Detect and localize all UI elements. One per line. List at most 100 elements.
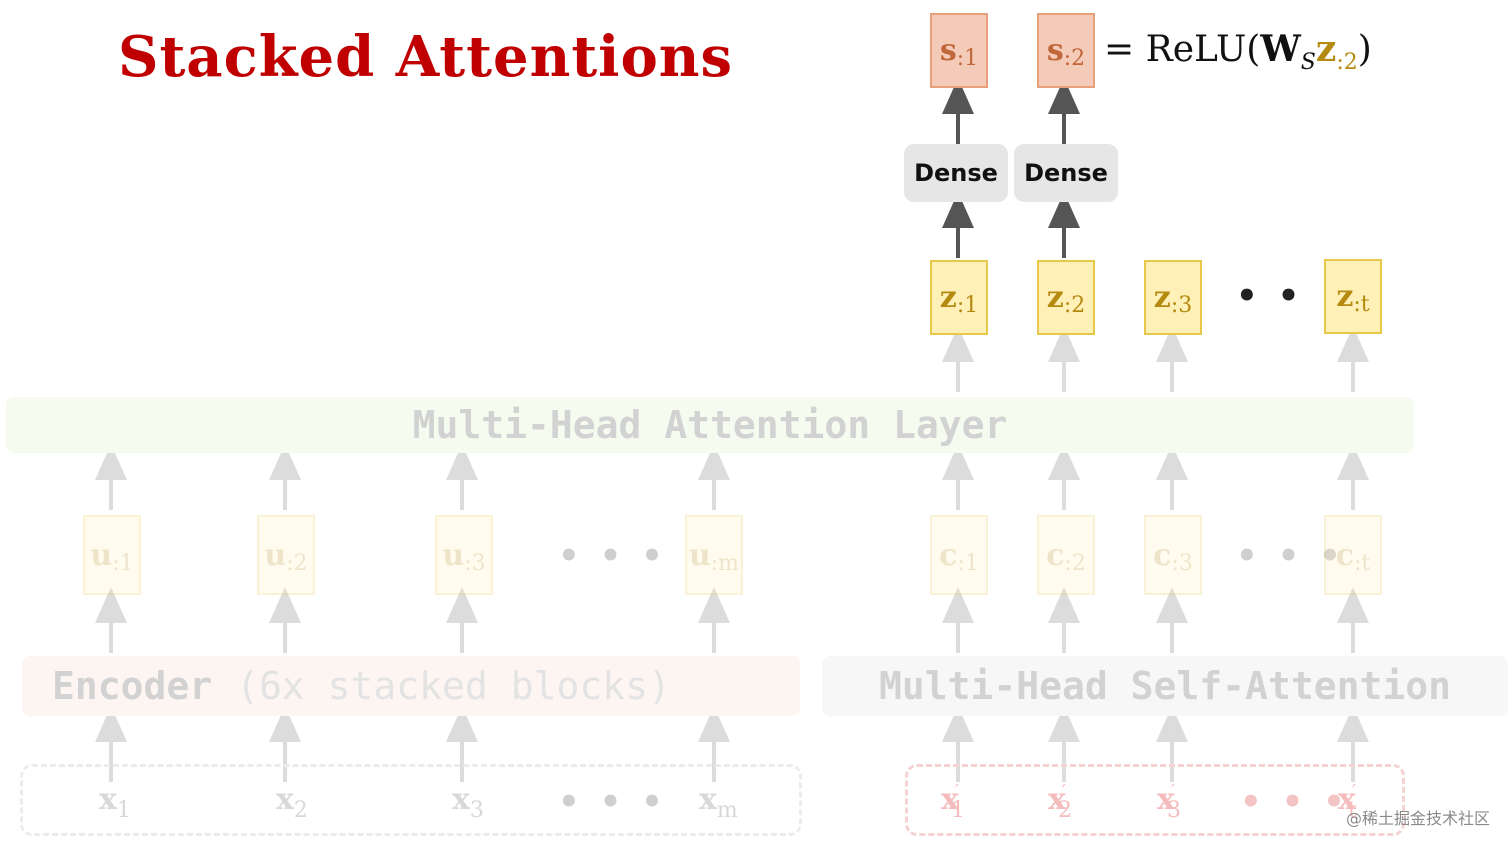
relu-formula: = ReLU(WSz:2) [1104,28,1372,75]
z-box-t: z:t [1324,259,1382,334]
u-symbol: u [442,537,465,573]
encoder-block: Encoder (6x stacked blocks) [22,656,800,716]
c-subscript: :3 [1171,550,1193,576]
multi-head-self-attention-block: Multi-Head Self-Attention [822,656,1508,716]
encoder-input-frame [20,764,802,836]
z-symbol: z [1336,279,1354,314]
z-box-3: z:3 [1144,260,1202,335]
encoder-input-2: x2 [276,782,308,823]
decoder-input-t: x′t [1338,781,1357,823]
x-symbol: x [1048,782,1066,817]
decoder-input-2: x′2 [1048,781,1072,823]
c-ellipsis: • • • [1236,536,1345,576]
u-box-2: u:2 [257,515,315,595]
c-symbol: c [1335,537,1354,573]
faint-arrows [95,326,1369,782]
formula-weight: W [1260,28,1301,70]
output-box-s1: s:1 [930,13,988,88]
x-symbol: x [99,782,117,817]
x-subscript: 1 [950,798,965,823]
x-prime: ′ [1170,781,1175,802]
formula-weight-sub: S [1300,50,1316,75]
x-subscript: t [1347,798,1357,823]
z-subscript: :2 [1063,293,1086,318]
x-subscript: 2 [293,798,308,823]
formula-equals: = ReLU( [1104,29,1261,70]
formula-z: z [1315,28,1337,70]
encoder-input-ellipsis: • • • [558,782,667,822]
z-symbol: z [1153,280,1171,315]
c-subscript: :t [1354,550,1371,576]
mha-layer-label: Multi-Head Attention Layer [412,403,1008,447]
encoder-input-3: x3 [452,782,484,823]
watermark: @稀土掘金技术社区 [1345,809,1490,828]
z-symbol: z [1046,280,1064,315]
x-subscript: 3 [469,798,484,823]
u-subscript: :1 [112,550,134,576]
output-subscript: :2 [1063,46,1086,71]
x-symbol: x [941,782,959,817]
z-subscript: :3 [1170,293,1193,318]
decoder-input-3: x′3 [1157,781,1181,823]
encoder-label: Encoder [52,664,213,708]
decoder-input-1: x′1 [941,781,965,823]
c-subscript: :2 [1064,550,1086,576]
decoder-input-frame [905,764,1405,836]
u-symbol: u [688,537,711,573]
formula-z-sub: :2 [1336,50,1358,75]
z-subscript: :1 [956,293,979,318]
multi-head-attention-layer: Multi-Head Attention Layer [6,397,1414,453]
u-box-m: u:m [685,515,743,595]
u-symbol: u [90,537,113,573]
x-subscript: 1 [116,798,131,823]
output-subscript: :1 [956,46,979,71]
u-symbol: u [264,537,287,573]
c-box-1: c:1 [930,515,988,595]
z-ellipsis: • • • [1236,276,1345,316]
x-subscript: 3 [1166,798,1181,823]
x-symbol: x [452,782,470,817]
dense-label: Dense [1024,159,1108,187]
dense-block-2: Dense [1014,144,1118,202]
u-box-3: u:3 [435,515,493,595]
dense-label: Dense [914,159,998,187]
x-prime: ′ [1351,781,1356,802]
c-box-2: c:2 [1037,515,1095,595]
x-prime: ′ [954,781,959,802]
dense-block-1: Dense [904,144,1008,202]
x-symbol: x [1338,782,1356,817]
c-box-t: c:t [1324,515,1382,595]
encoder-input-m: xm [699,782,738,823]
output-symbol: s [1046,33,1064,68]
x-prime: ′ [1061,781,1066,802]
c-subscript: :1 [957,550,979,576]
u-ellipsis: • • • [558,536,667,576]
u-box-1: u:1 [83,515,141,595]
x-symbol: x [276,782,294,817]
c-symbol: c [1046,537,1065,573]
x-subscript: 2 [1057,798,1072,823]
z-box-2: z:2 [1037,260,1095,335]
output-box-s2: s:2 [1037,13,1095,88]
u-subscript: :2 [286,550,308,576]
encoder-note: (6x stacked blocks) [236,664,671,708]
output-symbol: s [939,33,957,68]
self-attention-label: Multi-Head Self-Attention [879,664,1451,708]
encoder-input-1: x1 [99,782,131,823]
z-box-1: z:1 [930,260,988,335]
x-symbol: x [1157,782,1175,817]
x-subscript: m [716,798,738,823]
c-symbol: c [1153,537,1172,573]
slide-title: Stacked Attentions [118,24,734,90]
c-box-3: c:3 [1144,515,1202,595]
u-subscript: :m [710,550,740,576]
dark-arrows [942,78,1080,258]
z-symbol: z [939,280,957,315]
x-symbol: x [699,782,717,817]
decoder-input-ellipsis: • • • [1240,782,1349,822]
formula-close: ) [1357,29,1372,70]
c-symbol: c [939,537,958,573]
z-subscript: :t [1353,292,1370,317]
u-subscript: :3 [464,550,486,576]
